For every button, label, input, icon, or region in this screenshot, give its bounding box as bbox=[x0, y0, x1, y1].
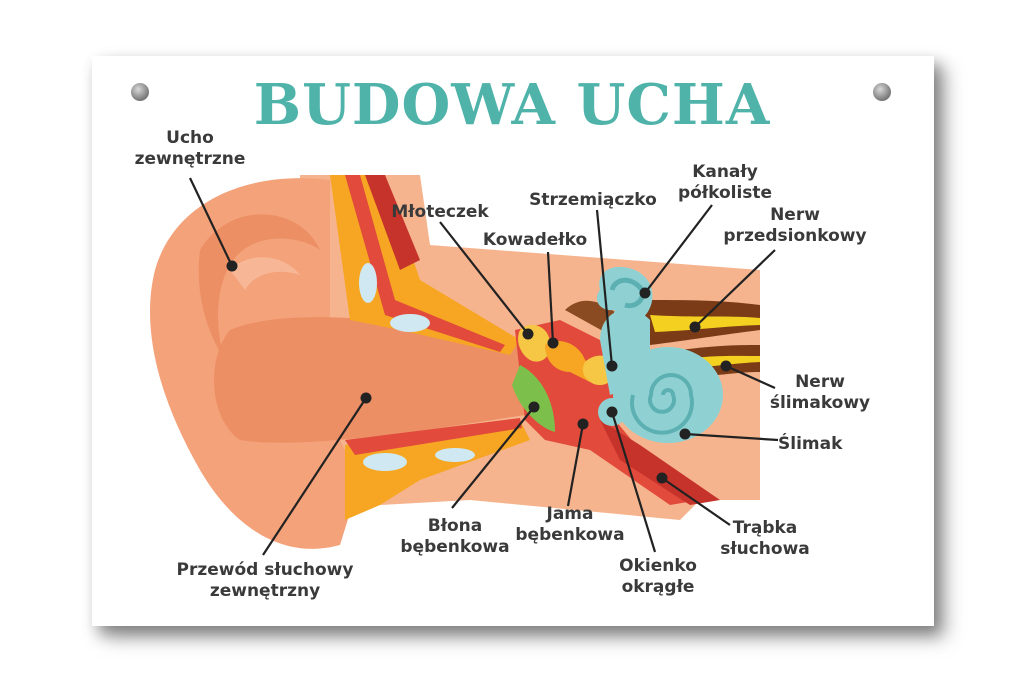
bone-cavity bbox=[390, 314, 430, 332]
label-mloteczek: Młoteczek bbox=[391, 202, 489, 222]
auricle-fold bbox=[198, 214, 320, 360]
bone-cavity bbox=[363, 453, 407, 471]
leader-lines bbox=[189, 177, 779, 556]
ear-canal bbox=[213, 317, 525, 443]
lower-bone-edge bbox=[345, 418, 522, 455]
label-kowadelko: Kowadełko bbox=[482, 230, 588, 250]
label-okienko-okragle: Okienko okrągłe bbox=[619, 556, 697, 597]
leader-dots bbox=[226, 260, 732, 484]
mounting-hole-right bbox=[873, 83, 891, 101]
cochlea bbox=[613, 347, 723, 443]
cochlea-spiral bbox=[630, 373, 694, 435]
vestibular-nerve-core bbox=[650, 315, 760, 332]
upper-bone bbox=[330, 175, 520, 355]
label-strzemiaczko: Strzemiączko bbox=[529, 190, 657, 210]
bone-cavity bbox=[435, 448, 475, 462]
label-ucho-zewnetrzne: Ucho zewnętrzne bbox=[134, 128, 246, 169]
label-slimak: Ślimak bbox=[778, 434, 843, 454]
mounting-hole-left bbox=[131, 83, 149, 101]
bone-cavity bbox=[359, 263, 377, 303]
label-kanaly-polkoliste: Kanały półkoliste bbox=[677, 162, 773, 203]
label-blona-bebenkowa: Błona bębenkowa bbox=[400, 516, 510, 557]
label-jama-bebenkowa: Jama bębenkowa bbox=[515, 504, 625, 545]
auricle-inner bbox=[230, 257, 300, 290]
upper-red-stripe bbox=[365, 175, 420, 270]
label-nerw-slimakowy: Nerw ślimakowy bbox=[769, 372, 871, 413]
poster-title: BUDOWA UCHA bbox=[253, 72, 771, 138]
label-trabka-sluchowa: Trąbka słuchowa bbox=[720, 518, 810, 559]
eustachian-tube bbox=[600, 420, 720, 505]
label-przewod-sluchowy: Przewód słuchowy zewnętrzny bbox=[176, 560, 354, 601]
label-nerw-przedsionkowy: Nerw przedsionkowy bbox=[723, 205, 867, 246]
upper-bone-edge bbox=[345, 175, 505, 352]
eardrum bbox=[512, 365, 555, 432]
